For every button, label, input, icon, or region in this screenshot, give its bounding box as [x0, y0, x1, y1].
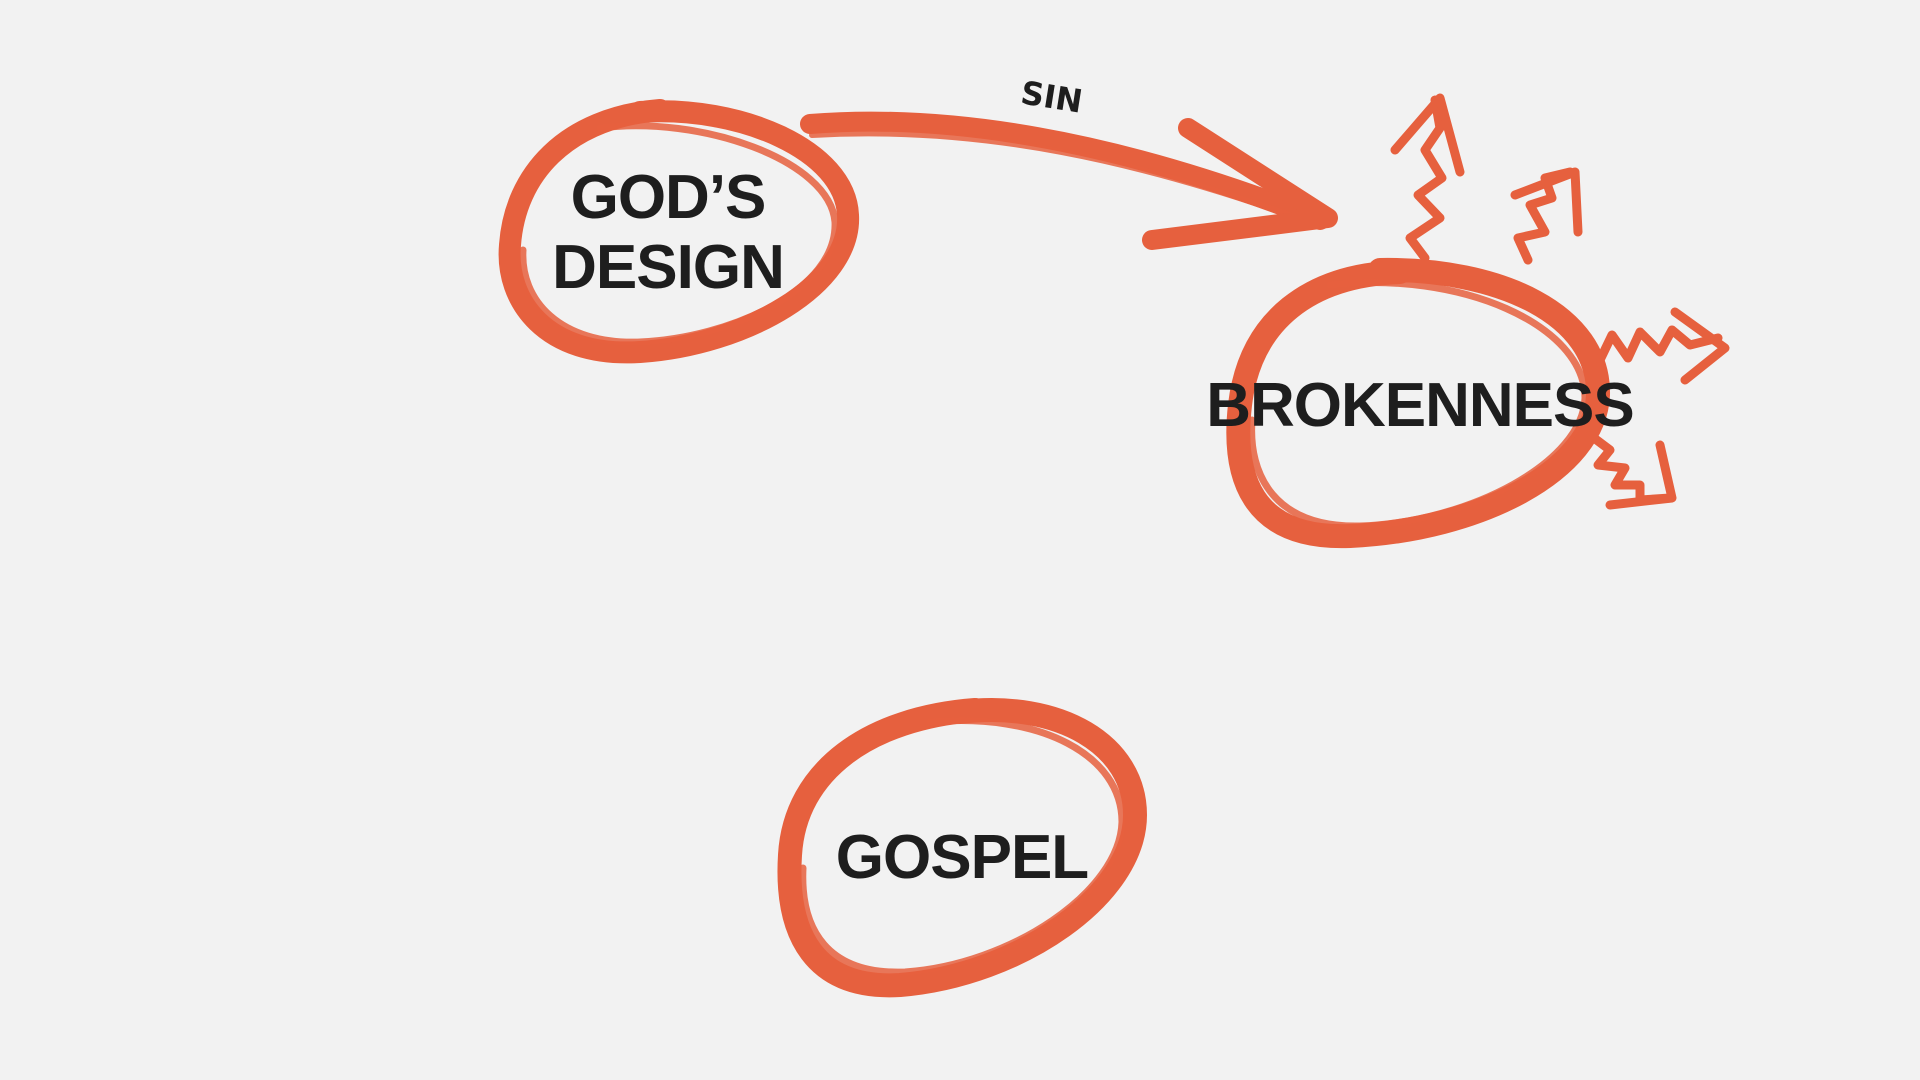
sin-arrow-shaft-inner: [809, 130, 1321, 228]
brokenness-ring-inner: [1248, 279, 1589, 530]
radiating-arrow-1: [1405, 95, 1447, 263]
radiating-arrow-3-head: [1670, 307, 1730, 385]
radiating-arrow-1-head: [1390, 93, 1465, 177]
gods-design-label-line1: GOD’S: [571, 163, 766, 232]
gospel-ring: [777, 698, 1147, 998]
node-gospel: GOSPEL: [777, 698, 1147, 998]
gospel-ring-inner: [799, 717, 1126, 976]
brokenness-label: BROKENNESS: [1206, 371, 1634, 440]
brokenness-radiating-arrows: [1390, 93, 1730, 510]
sin-arrow-head: [1142, 118, 1338, 250]
node-brokenness: BROKENNESS: [1206, 93, 1730, 549]
radiating-arrow-2: [1513, 167, 1575, 265]
sin-label: SIN: [1018, 74, 1085, 121]
gods-design-label-line2: DESIGN: [552, 233, 784, 302]
edge-sin: SIN: [800, 74, 1338, 250]
gods-design-ring: [498, 99, 860, 364]
radiating-arrow-3: [1595, 325, 1723, 365]
radiating-arrow-2-head: [1510, 167, 1583, 237]
gods-design-ring-inner: [519, 122, 839, 346]
radiating-arrow-4-head: [1605, 440, 1677, 510]
brokenness-ring: [1226, 257, 1611, 549]
sin-arrow-shaft: [800, 111, 1330, 230]
gospel-label: GOSPEL: [836, 823, 1088, 892]
node-gods-design: GOD’S DESIGN: [498, 99, 860, 364]
